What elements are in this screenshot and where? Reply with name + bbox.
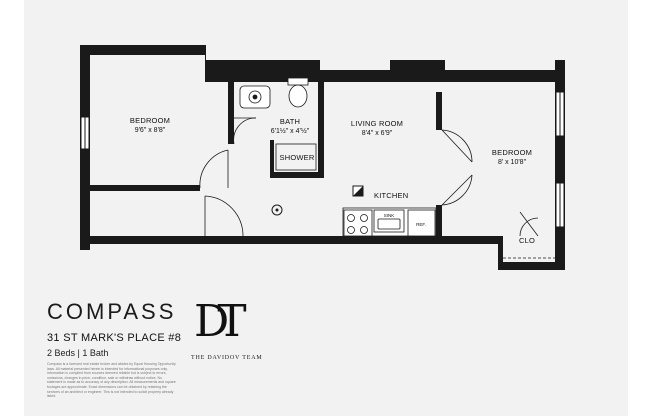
team-name: THE DAVIDOV TEAM: [191, 355, 263, 361]
wall-bedroom-bottom: [90, 185, 200, 191]
wall-bottom: [80, 236, 500, 244]
bedroom-left-name: BEDROOM: [130, 116, 170, 125]
door-arc-bedroom-right-1: [441, 129, 473, 163]
closet-label: CLO: [519, 236, 535, 245]
doors: [199, 117, 539, 237]
living-room-size: 8'4" x 6'9": [362, 130, 393, 137]
bedroom-right-name: BEDROOM: [492, 148, 532, 157]
wall-bath-left: [228, 82, 234, 144]
windows: [80, 91, 565, 228]
shower-stall: [275, 143, 317, 171]
door-arc-bedroom-right-2: [441, 174, 473, 206]
wall-closet-left: [498, 236, 503, 270]
sink-label: SINK: [384, 213, 395, 218]
toilet-tank: [287, 77, 309, 86]
door-arc-closet: [519, 217, 539, 237]
bedroom-right-size: 8' x 10'8": [498, 159, 527, 166]
wall-top-left: [80, 45, 205, 55]
wall-bedroom-right-top: [436, 92, 442, 130]
bath-size: 6'1½" x 4'½": [271, 127, 310, 135]
toilet-bowl: [288, 84, 308, 108]
bedroom-left-size: 9'6" x 8'8": [135, 127, 166, 134]
kitchen-label: KITCHEN: [374, 191, 408, 200]
refrigerator: [407, 209, 436, 237]
legal-disclaimer: Compass is a licensed real estate broker…: [47, 362, 176, 399]
wall-right: [555, 60, 565, 270]
beds-baths: 2 Beds | 1 Bath: [47, 348, 109, 358]
bath-fixtures: [239, 77, 317, 171]
door-arc-bedroom: [199, 149, 229, 189]
bath-name: BATH: [280, 117, 300, 126]
shower-label: SHOWER: [280, 153, 315, 162]
door-arc-entry: [204, 195, 244, 237]
property-address: 31 ST MARK'S PLACE #8: [47, 332, 182, 344]
ref-label: REF.: [416, 222, 426, 227]
wall-bath-right: [318, 82, 324, 178]
wall-shower-left: [270, 140, 274, 178]
team-monogram-logo: DT: [194, 296, 247, 347]
wall-closet-bottom: [500, 262, 565, 270]
wall-shower-bottom: [270, 172, 324, 178]
brand-name: COMPASS: [47, 299, 177, 324]
wall-notch-1: [320, 60, 390, 70]
door-arc-bath: [233, 117, 257, 145]
floor-fixture-icon: [271, 204, 283, 216]
living-room-name: LIVING ROOM: [351, 119, 403, 128]
interior-walls: [90, 82, 442, 239]
wall-bedroom-right-bottom: [436, 205, 442, 239]
kitchen-counter: [342, 207, 437, 237]
wall-notch-2: [445, 60, 555, 70]
